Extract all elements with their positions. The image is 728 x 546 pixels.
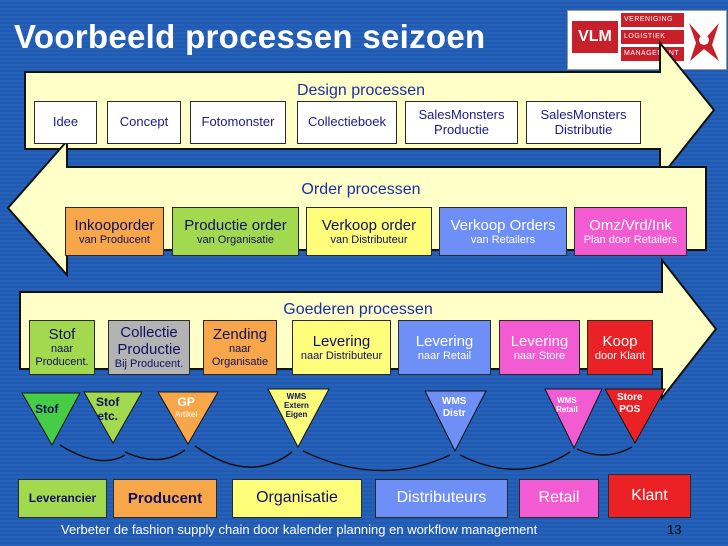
stock-triangle-stof-etc (83, 391, 143, 445)
order-box-productie-order: Productie order van Organisatie (172, 207, 299, 256)
stock-triangle-gp (157, 391, 219, 446)
goederen-box-levering-store: Levering naar Store (499, 320, 580, 375)
logo-emblem-icon (689, 23, 719, 61)
design-box-idee: Idee (34, 101, 97, 144)
goederen-box-stof: Stof naar Producent. (29, 320, 95, 375)
flow-curve-1 (59, 444, 126, 462)
goederen-box-levering-distributeur: Levering naar Distributeur (292, 320, 391, 375)
design-box-collectieboek: Collectieboek (297, 101, 397, 144)
order-band-label: Order processen (301, 181, 421, 198)
party-organisatie: Organisatie (232, 479, 362, 518)
party-klant: Klant (608, 474, 691, 518)
flow-curve-6 (576, 446, 633, 456)
design-box-concept: Concept (107, 101, 181, 144)
order-box-inkooporder: Inkooporder van Producent (65, 207, 164, 256)
logo-main-text: VLM (572, 21, 618, 53)
goederen-box-koop: Koop door Klant (587, 320, 653, 375)
goederen-box-zending: Zending naar Organisatie (203, 320, 277, 375)
party-producent: Producent (113, 479, 217, 518)
order-box-verkoop-order: Verkoop order van Distributeur (306, 207, 432, 256)
flow-curve-3 (194, 445, 293, 468)
order-box-verkoop-orders: Verkoop Orders van Retailers (439, 207, 567, 256)
design-box-salesmonsters-productie: SalesMonsters Productie (405, 101, 518, 144)
stock-triangle-wms-distr (424, 390, 487, 453)
flow-curve-4 (302, 450, 451, 472)
party-retail: Retail (519, 479, 599, 518)
logo-line-2: LOGISTIEK (621, 30, 684, 44)
slide-title: Voorbeeld processen seizoen (14, 18, 486, 55)
order-box-omz-vrd-ink: Omz/Vrd/Ink Plan door Retailers (574, 207, 687, 256)
flow-curve-2 (124, 449, 186, 461)
party-leverancier: Leverancier (18, 479, 107, 518)
stock-label-gp: GP Artikel (175, 395, 198, 419)
stock-label-wms-retail: WMS Retail (556, 396, 578, 415)
stock-triangle-store-pos (604, 388, 666, 445)
logo-line-1: VERENIGING (621, 13, 684, 27)
stock-triangle-stof (21, 392, 81, 447)
design-box-fotomonster: Fotomonster (190, 101, 286, 144)
stock-label-stof-etc: Stof etc. (96, 395, 120, 423)
footer-text: Verbeter de fashion supply chain door ka… (61, 522, 538, 537)
stock-triangle-wms-extern (267, 388, 330, 449)
party-distributeurs: Distributeurs (375, 479, 508, 518)
stock-label-store-pos: Store POS (617, 392, 643, 415)
design-box-salesmonsters-distributie: SalesMonsters Distributie (526, 101, 641, 144)
stock-label-wms-distr: WMS Distr (442, 396, 467, 419)
goederen-band-label: Goederen processen (283, 301, 433, 318)
stock-triangle-wms-retail (544, 388, 603, 450)
goederen-box-levering-retail: Levering naar Retail (398, 320, 491, 375)
stock-label-wms-extern: WMS Extern Eigen (284, 392, 309, 420)
design-band-label: Design processen (296, 82, 426, 99)
page-number: 13 (667, 522, 682, 537)
flow-curve-5 (459, 451, 571, 470)
stock-label-stof: Stof (35, 402, 59, 416)
goederen-box-collectie-productie: Collectie Productie Bij Producent. (108, 320, 190, 375)
